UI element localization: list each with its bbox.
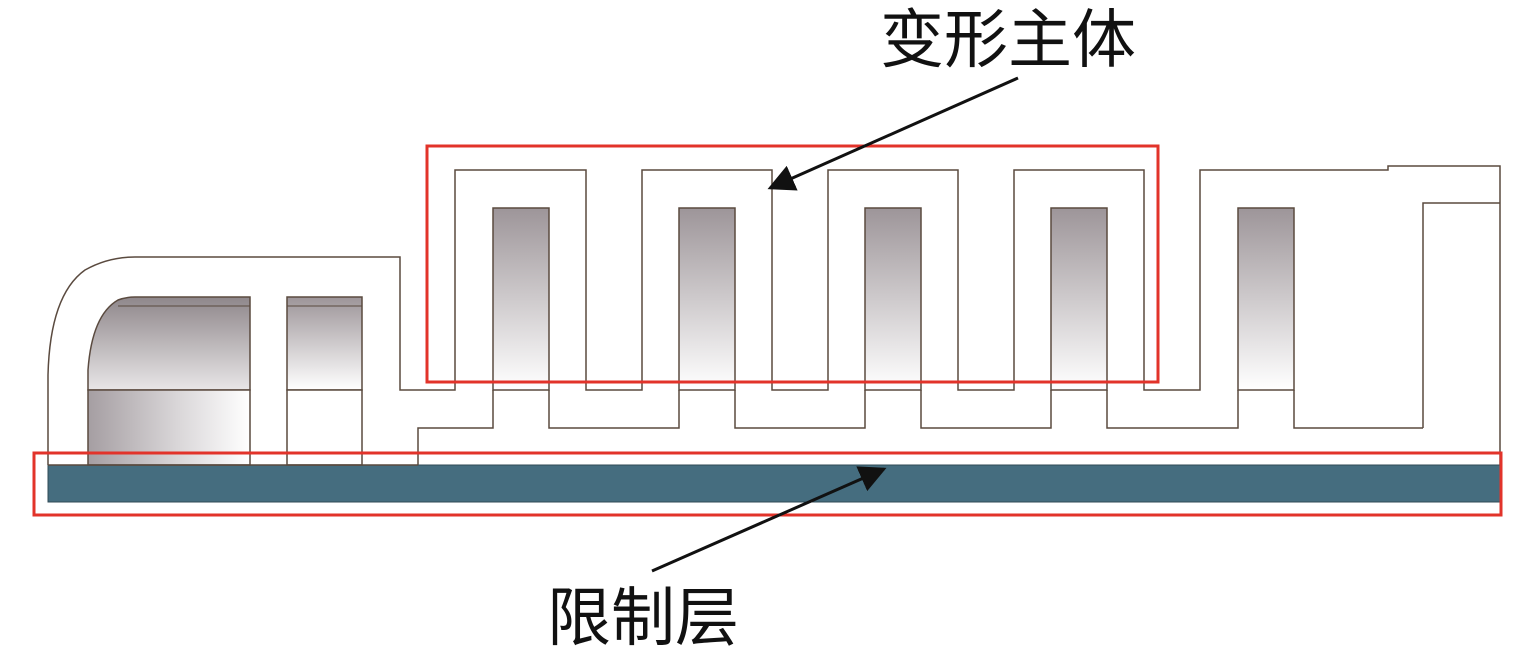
restriction-layer-label: 限制层 [547,582,739,650]
air-channel-outline [417,390,1423,465]
deformation-body-arrow [767,76,1019,191]
right-end-step [1422,202,1500,428]
restriction-layer-box [32,451,1503,517]
chamber-1 [492,207,550,391]
chamber-5 [1237,207,1295,391]
left-chamber-top [87,296,251,391]
chamber-4 [1050,207,1108,391]
restriction-layer-arrow [651,466,887,573]
small-chamber-top [286,296,363,391]
actuator-outer-outline [47,165,1501,465]
deformation-body-label: 变形主体 [880,4,1136,78]
restriction-layer-strip [47,464,1501,503]
deformation-body-box [425,144,1160,384]
chamber-3 [864,207,922,391]
chamber-2 [678,207,736,391]
